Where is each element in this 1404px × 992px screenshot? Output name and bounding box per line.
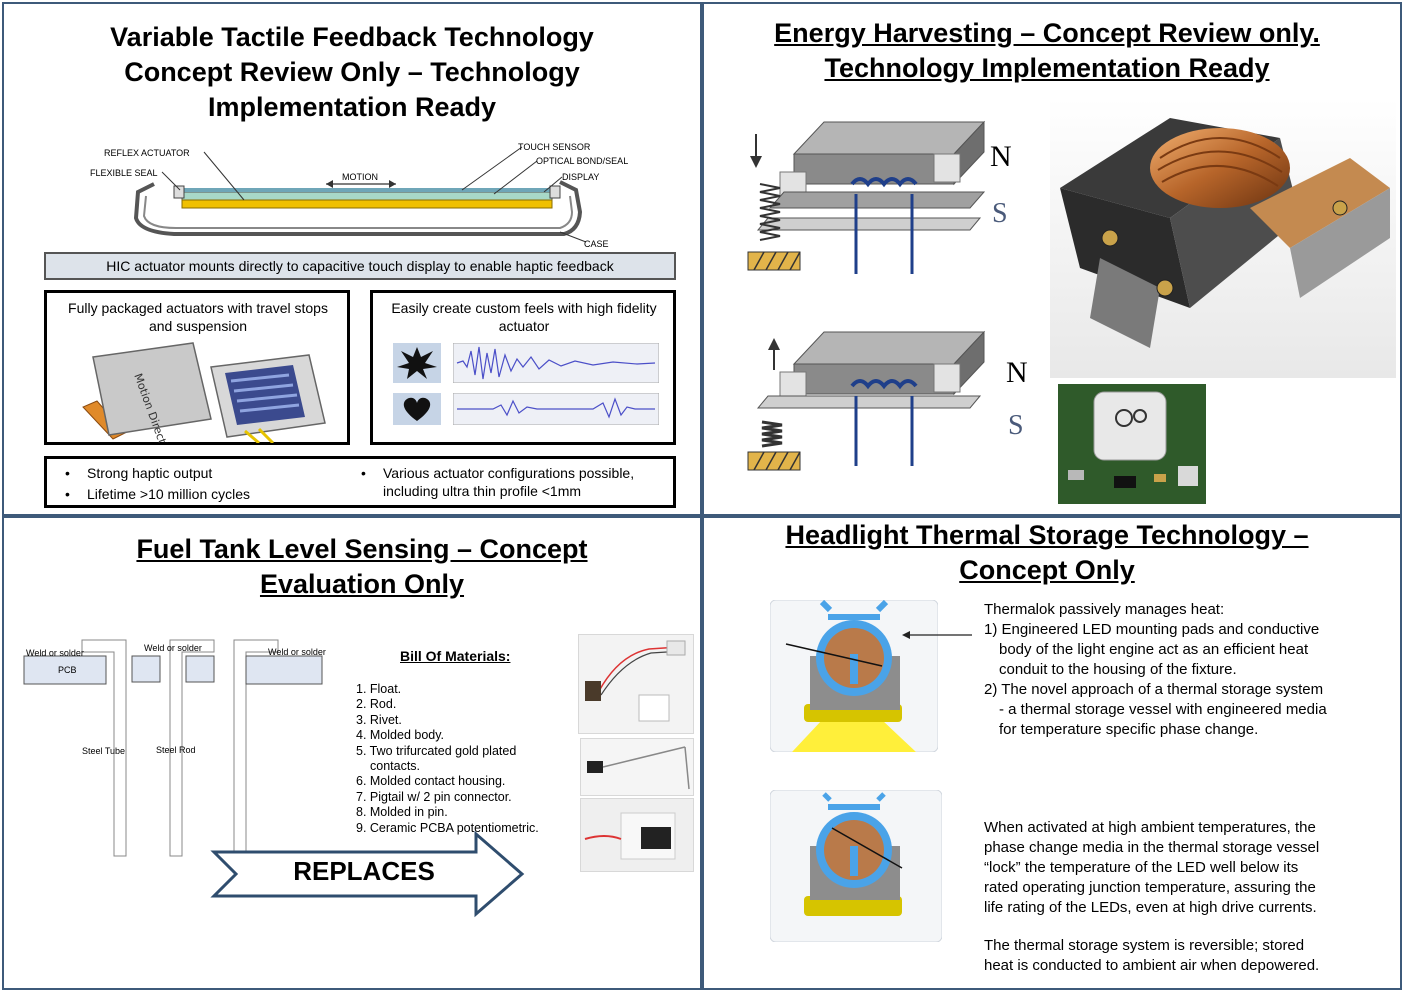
feature-strong-output: Strong haptic output xyxy=(87,464,347,482)
haptic-panel: Variable Tactile Feedback Technology Con… xyxy=(2,2,702,516)
bom-title: Bill Of Materials: xyxy=(400,648,511,664)
thermal-text-line: heat is conducted to ambient air when de… xyxy=(984,957,1320,974)
bom-item: 6. Molded contact housing. xyxy=(356,774,506,789)
thermal-diagram-1 xyxy=(770,600,938,752)
label-pcb: PCB xyxy=(58,665,77,675)
headlight-panel: Headlight Thermal Storage Technology – C… xyxy=(702,516,1402,990)
haptic-title-line-2: Concept Review Only – Technology xyxy=(124,57,580,87)
replaces-arrow xyxy=(210,830,525,918)
headlight-title: Headlight Thermal Storage Technology – C… xyxy=(704,518,1390,588)
bom-item: 3. Rivet. xyxy=(356,712,402,727)
label-display: DISPLAY xyxy=(562,172,599,182)
thermal-text-line: life rating of the LEDs, even at high dr… xyxy=(984,899,1317,916)
headlight-title-line-1: Headlight Thermal Storage Technology – xyxy=(785,520,1309,550)
label-flexible-seal: FLEXIBLE SEAL xyxy=(90,168,158,178)
label-weld-1: Weld or solder xyxy=(26,648,84,658)
bom-item: 1. Float. xyxy=(356,682,402,696)
bom-item: 9. Ceramic PCBA potentiometric. xyxy=(356,820,539,835)
fuel-title-line-1: Fuel Tank Level Sensing – Concept xyxy=(136,534,588,564)
label-motion: MOTION xyxy=(342,172,378,182)
haptic-title-line-1: Variable Tactile Feedback Technology xyxy=(110,22,594,52)
packaged-actuator-box: Fully packaged actuators with travel sto… xyxy=(44,290,350,445)
thermal-text-line: “lock” the temperature of the LED well b… xyxy=(984,859,1299,876)
fuel-title-line-2: Evaluation Only xyxy=(259,569,465,599)
fuel-panel: Fuel Tank Level Sensing – Concept Evalua… xyxy=(2,516,702,990)
haptic-title: Variable Tactile Feedback Technology Con… xyxy=(4,20,700,125)
energy-title: Energy Harvesting – Concept Review only.… xyxy=(704,16,1390,86)
feels-caption: Easily create custom feels with high fid… xyxy=(391,300,657,334)
fuel-title: Fuel Tank Level Sensing – Concept Evalua… xyxy=(4,532,700,602)
energy-title-line-2: Technology Implementation Ready xyxy=(824,53,1270,83)
thermal-text-line: 2) The novel approach of a thermal stora… xyxy=(984,681,1324,698)
label-weld-2: Weld or solder xyxy=(144,643,202,653)
thermal-text-line: rated operating junction temperature, as… xyxy=(984,879,1316,896)
pole-n-top: N xyxy=(990,140,1012,173)
label-optical-bond: OPTICAL BOND/SEAL xyxy=(536,156,628,166)
bom-item: 8. Molded in pin. xyxy=(356,805,448,820)
thermal-text-line: for temperature specific phase change. xyxy=(999,721,1259,738)
haptic-title-line-3: Implementation Ready xyxy=(207,92,497,122)
fuel-sender-photo-1 xyxy=(578,634,694,734)
haptic-banner: HIC actuator mounts directly to capaciti… xyxy=(44,252,676,280)
label-case: CASE xyxy=(584,239,609,249)
bom-item: 7. Pigtail w/ 2 pin connector. xyxy=(356,789,512,804)
harvester-diagram-down xyxy=(747,120,986,274)
custom-feels-box: Easily create custom feels with high fid… xyxy=(370,290,676,445)
label-touch-sensor: TOUCH SENSOR xyxy=(518,142,591,152)
thermal-text-line: conduit to the housing of the fixture. xyxy=(999,661,1237,678)
pole-n-bottom: N xyxy=(1006,356,1028,389)
headlight-title-line-2: Concept Only xyxy=(959,555,1135,585)
thermal-text-line: phase change media in the thermal storag… xyxy=(984,839,1320,856)
thermal-text-line: body of the light engine act as an effic… xyxy=(999,641,1309,658)
thermal-text-line: The thermal storage system is reversible… xyxy=(984,937,1305,954)
pole-s-top: S xyxy=(992,198,1008,229)
thermal-text-line: 1) Engineered LED mounting pads and cond… xyxy=(984,621,1320,638)
heart-icon xyxy=(393,393,441,425)
pole-s-bottom: S xyxy=(1008,410,1024,441)
label-steel-rod: Steel Rod xyxy=(156,745,196,755)
fuel-sender-photo-2 xyxy=(580,738,694,796)
sensor-sketch: Weld or solder Weld or solder Weld or so… xyxy=(23,639,326,857)
haptic-cross-section: REFLEX ACTUATOR FLEXIBLE SEAL MOTION TOU… xyxy=(90,142,628,249)
bom-item: 2. Rod. xyxy=(356,697,397,712)
thermal-description-2: When activated at high ambient temperatu… xyxy=(984,818,1384,918)
label-steel-tube: Steel Tube xyxy=(82,746,125,756)
bom-item: 4. Molded body. xyxy=(356,728,445,743)
replaces-label: REPLACES xyxy=(293,856,435,886)
actuator-images: Motion Direction xyxy=(82,342,326,443)
thermal-text-line: Thermalok passively manages heat: xyxy=(984,601,1225,618)
thermal-text-line: - a thermal storage vessel with engineer… xyxy=(999,701,1327,718)
pointer-arrow xyxy=(902,631,972,639)
thermal-description-3: The thermal storage system is reversible… xyxy=(984,936,1384,976)
thermal-text-line: When activated at high ambient temperatu… xyxy=(984,819,1316,836)
haptic-features-box: Strong haptic output Lifetime >10 millio… xyxy=(44,456,676,508)
harvester-photo xyxy=(1050,98,1396,378)
features-left-list: Strong haptic output Lifetime >10 millio… xyxy=(87,464,347,503)
waveform-strong-icon xyxy=(453,343,659,383)
packaged-caption: Fully packaged actuators with travel sto… xyxy=(68,300,328,334)
bom-item: contacts. xyxy=(370,759,421,774)
wireless-module-photo xyxy=(1054,380,1210,508)
thermal-diagram-2 xyxy=(770,790,942,942)
label-reflex-actuator: REFLEX ACTUATOR xyxy=(104,148,190,158)
label-weld-3: Weld or solder xyxy=(268,647,326,657)
waveform-heartbeat-icon xyxy=(453,393,659,425)
energy-title-line-1: Energy Harvesting – Concept Review only. xyxy=(774,18,1320,48)
harvester-diagram-up xyxy=(747,330,986,471)
bom-list: 1. Float. 2. Rod. 3. Rivet. 4. Molded bo… xyxy=(356,682,576,836)
feature-lifetime: Lifetime >10 million cycles xyxy=(87,485,347,503)
thermal-description-1: Thermalok passively manages heat: 1) Eng… xyxy=(984,600,1384,740)
features-right-list: Various actuator configurations possible… xyxy=(383,464,673,500)
feature-configurations: Various actuator configurations possible… xyxy=(383,464,673,500)
energy-panel: Energy Harvesting – Concept Review only.… xyxy=(702,2,1402,516)
fuel-sender-photo-3 xyxy=(580,798,694,872)
explosion-icon xyxy=(393,343,441,383)
bom-item: 5. Two trifurcated gold plated xyxy=(356,743,517,758)
